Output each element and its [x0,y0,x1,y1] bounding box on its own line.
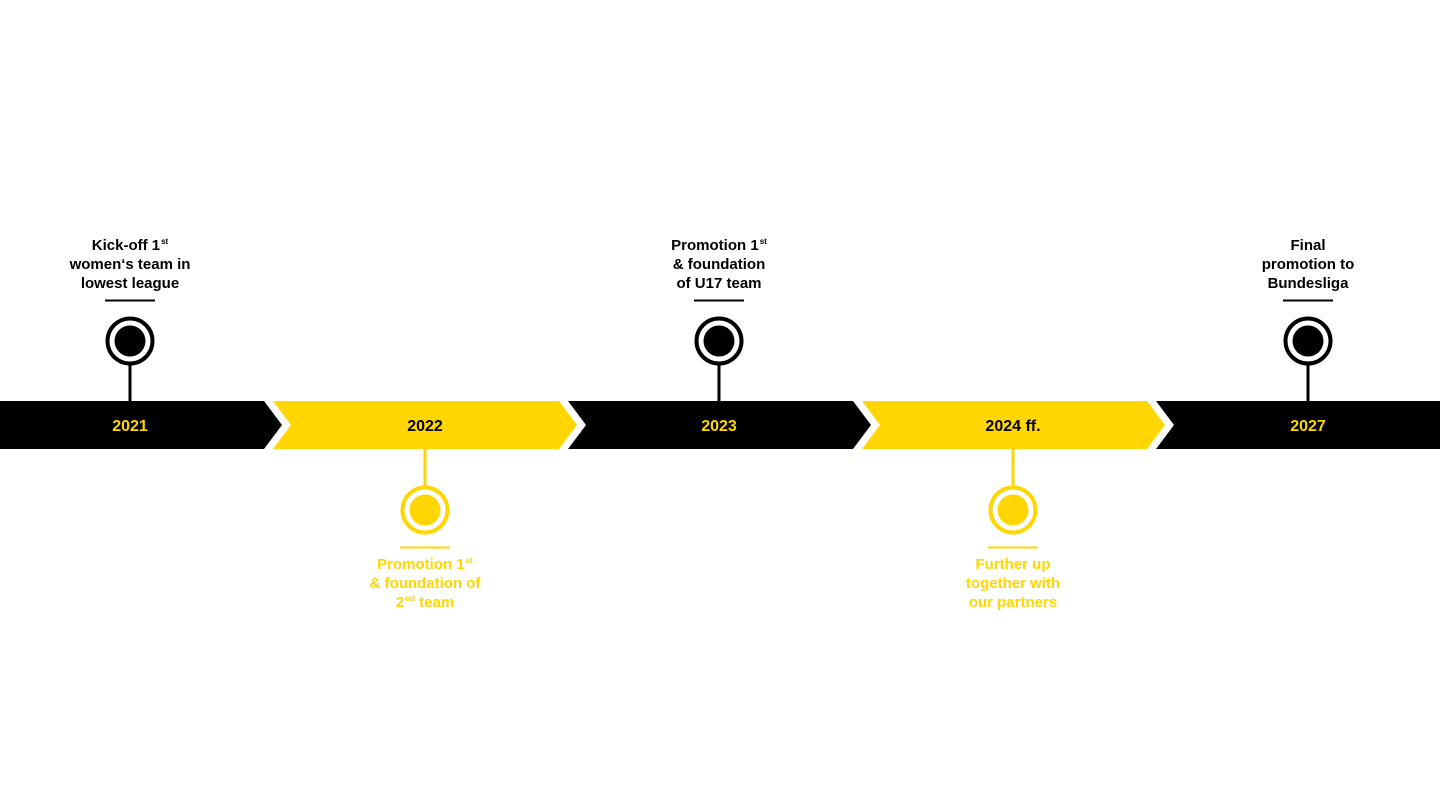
milestone-line-suffix: team [414,594,455,611]
milestone-line-text: & foundation of [369,575,481,592]
timeline-segment-5 [1156,401,1440,449]
milestone-ring-2 [400,485,450,535]
milestone-dot-2 [409,494,441,526]
milestone-text-line: Further up [913,555,1113,574]
milestone-text-line: women‘s team in [30,255,230,274]
milestone-text-line: together with [913,574,1113,593]
year-label-3: 2023 [701,418,737,435]
milestone-line-text: Promotion 1 [377,556,465,573]
milestone-text-line: lowest league [30,274,230,293]
timeline-segment-4 [862,401,1165,449]
milestone-ring-5 [1283,316,1333,366]
milestone-line-text: & foundation [672,256,766,273]
timeline-segment-1 [0,401,282,449]
milestone-text-line: our partners [913,593,1113,612]
milestone-text-5: Final promotion to Bundesliga [1208,236,1408,293]
milestone-line-text: Kick-off 1 [91,237,161,254]
year-label-5: 2027 [1290,418,1326,435]
milestone-text-line: Promotion 1st [619,236,819,255]
milestone-dot-3 [703,325,735,357]
milestone-text-line: of U17 team [619,274,819,293]
year-label-1: 2021 [112,418,148,435]
timeline-segment-2 [273,401,577,449]
milestone-line-text: women‘s team in [69,256,191,273]
ordinal-suffix: nd [405,594,415,603]
ordinal-suffix: st [161,237,169,246]
milestone-line-text: our partners [968,594,1058,611]
year-label-4: 2024 ff. [985,418,1040,435]
milestone-dot-5 [1292,325,1324,357]
ordinal-suffix: st [465,556,473,565]
milestone-dot-4 [997,494,1029,526]
ordinal-suffix: st [759,237,767,246]
milestone-line-text: lowest league [80,275,180,292]
milestone-text-line: 2nd team [325,593,525,612]
timeline-segment-3 [568,401,871,449]
milestone-ring-3 [694,316,744,366]
milestone-text-line: promotion to [1208,255,1408,274]
milestone-line-text: 2 [395,594,405,611]
milestone-text-4: Further up together with our partners [913,555,1113,612]
milestone-line-text: together with [965,575,1061,592]
year-label-2: 2022 [407,418,443,435]
milestone-text-line: & foundation of [325,574,525,593]
milestone-line-text: Promotion 1 [671,237,759,254]
milestone-text-line: Kick-off 1st [30,236,230,255]
milestone-line-text: Bundesliga [1267,275,1349,292]
milestone-ring-4 [988,485,1038,535]
milestone-line-text: promotion to [1261,256,1355,273]
milestone-text-line: & foundation [619,255,819,274]
milestone-line-text: of U17 team [676,275,762,292]
milestone-text-line: Bundesliga [1208,274,1408,293]
milestone-text-line: Final [1208,236,1408,255]
milestone-text-line: Promotion 1st [325,555,525,574]
milestone-dot-1 [114,325,146,357]
milestone-line-text: Further up [975,556,1051,573]
milestone-line-text: Final [1290,237,1326,254]
milestone-ring-1 [105,316,155,366]
